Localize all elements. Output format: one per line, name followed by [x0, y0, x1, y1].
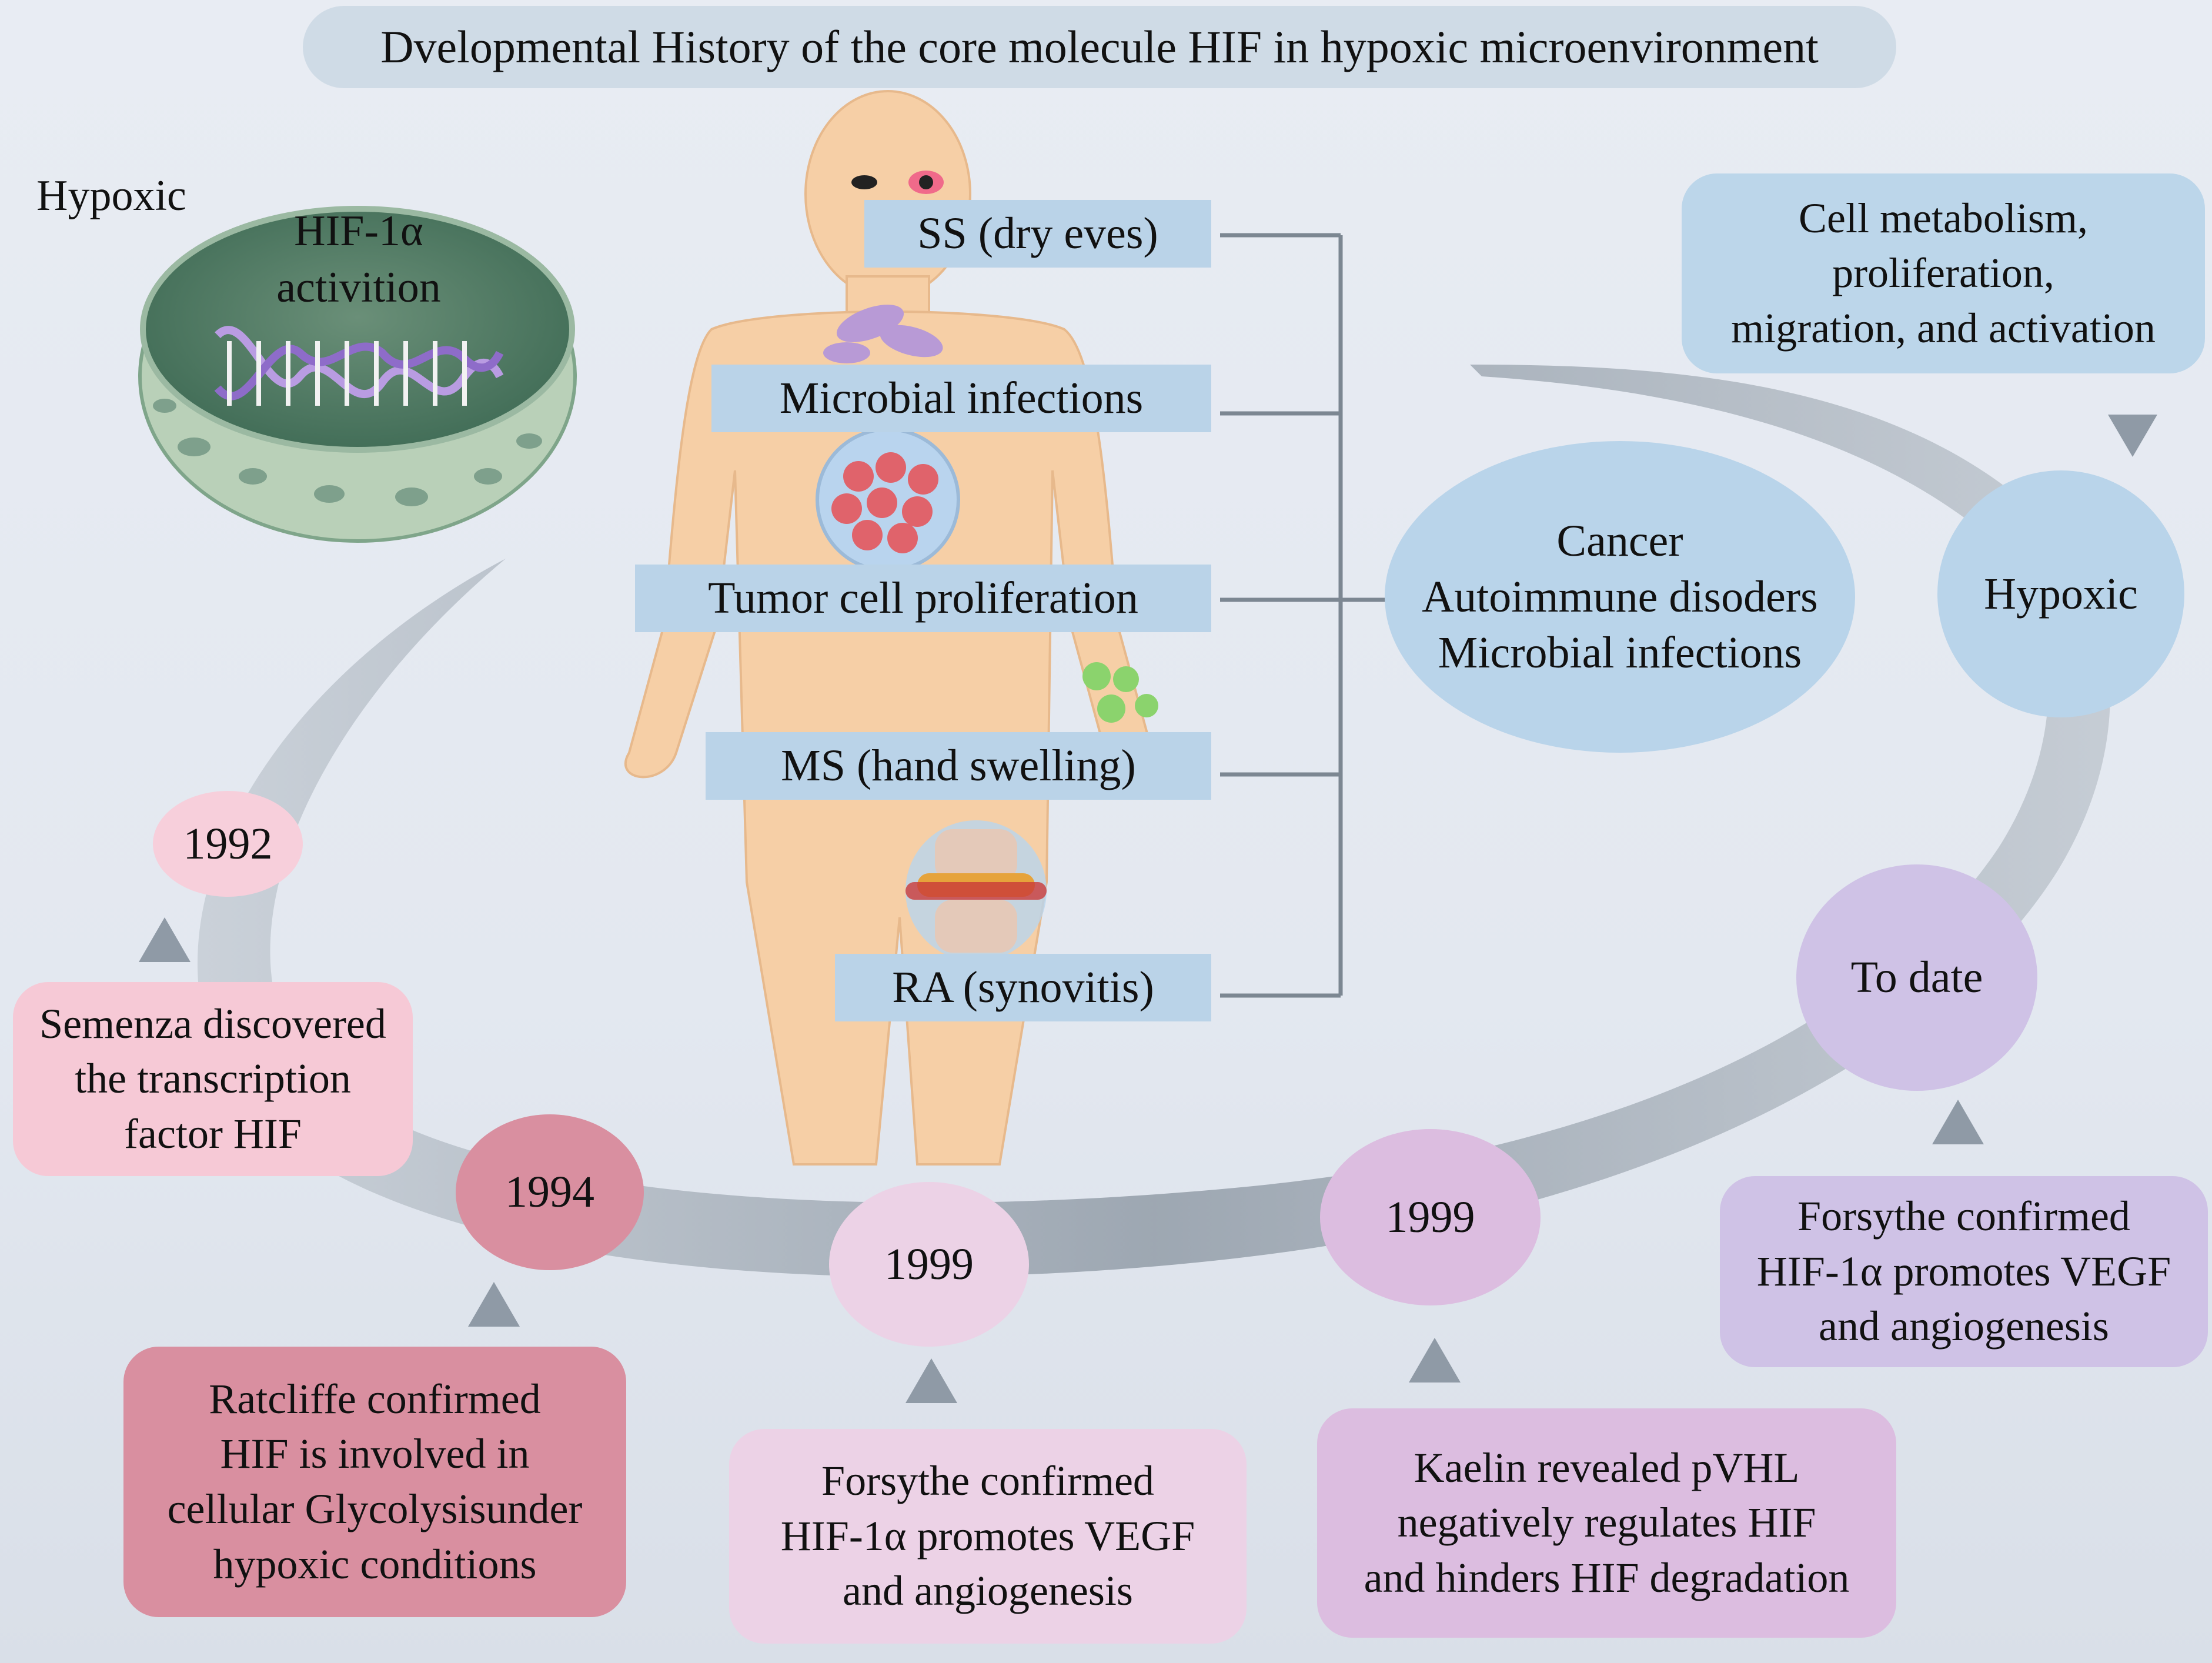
arrow-down-icon [2108, 415, 2157, 457]
event-1994-line2: HIF is involved in [220, 1430, 530, 1478]
event-1992-line3: factor HIF [124, 1110, 302, 1157]
event-1994-box: Ratcliffe confirmed HIF is involved in c… [123, 1347, 626, 1617]
eyes-icon [851, 171, 944, 194]
arrow-up-icon [1932, 1100, 1984, 1144]
event-1992-box: Semenza discovered the transcription fac… [13, 982, 413, 1176]
event-1994-line1: Ratcliffe confirmed [209, 1375, 541, 1422]
effect-line3: migration, and activation [1731, 304, 2156, 352]
event-1999-pvhl-line3: and hinders HIF degradation [1364, 1554, 1850, 1601]
label-tumor-proliferation: Tumor cell proliferation [635, 565, 1211, 632]
event-1994-line3: cellular Glycolysisunder [167, 1485, 583, 1532]
event-1999-vegf-line1: Forsythe confirmed [821, 1457, 1154, 1505]
microbe-icon [823, 305, 943, 363]
event-to-date-line1: Forsythe confirmed [1797, 1193, 2130, 1240]
year-1992-node: 1992 [153, 791, 303, 897]
disease-line-cancer: Cancer [1556, 516, 1683, 566]
event-1999-vegf-line3: and angiogenesis [843, 1567, 1133, 1615]
nucleus-label: HIF-1α activition [235, 203, 482, 316]
event-1999-pvhl-line2: negatively regulates HIF [1397, 1499, 1816, 1547]
dna-icon [214, 326, 504, 406]
effect-line2: proliferation, [1832, 249, 2054, 297]
knee-joint-icon [905, 820, 1047, 961]
label-hand-swelling: MS (hand swelling) [706, 732, 1211, 800]
effect-line1: Cell metabolism, [1799, 194, 2088, 242]
timeline-arc [197, 365, 2110, 1277]
swelling-cells-icon [1082, 662, 1158, 723]
event-to-date-line3: and angiogenesis [1819, 1303, 2109, 1350]
arrow-up-icon [1409, 1338, 1461, 1383]
to-date-node: To date [1796, 864, 2037, 1091]
event-1992-line1: Semenza discovered [39, 1000, 386, 1047]
event-1999-vegf-line2: HIF-1α promotes VEGF [780, 1512, 1195, 1560]
year-1994-node: 1994 [456, 1114, 644, 1270]
label-dry-eyes: SS (dry eves) [864, 200, 1211, 268]
event-1999-pvhl-line1: Kaelin revealed pVHL [1414, 1444, 1800, 1491]
event-to-date-box: Forsythe confirmed HIF-1α promotes VEGF … [1720, 1176, 2208, 1367]
hypoxic-node: Hypoxic [1937, 470, 2184, 717]
arrow-up-icon [905, 1358, 957, 1403]
disease-line-microbial: Microbial infections [1438, 627, 1802, 677]
cell-caption: Hypoxic [36, 172, 186, 220]
nucleus-label-line2: activition [276, 263, 441, 312]
label-microbial-infections: Microbial infections [711, 365, 1211, 432]
event-1994-line4: hypoxic conditions [213, 1540, 537, 1588]
arrow-up-icon [468, 1282, 520, 1327]
event-1992-line2: the transcription [75, 1055, 351, 1103]
event-1999-vegf-box: Forsythe confirmed HIF-1α promotes VEGF … [729, 1429, 1247, 1644]
bracket-connector [1220, 233, 1388, 998]
diagram-title: Dvelopmental History of the core molecul… [303, 6, 1896, 88]
disease-line-autoimmune: Autoimmune disoders [1422, 572, 1818, 622]
nucleus-label-line1: HIF-1α [294, 207, 423, 255]
event-to-date-line2: HIF-1α promotes VEGF [1756, 1247, 2171, 1295]
year-1999-pvhl-node: 1999 [1320, 1129, 1541, 1305]
year-1999-node: 1999 [829, 1182, 1029, 1347]
arrow-up-icon [139, 917, 191, 962]
label-synovitis: RA (synovitis) [835, 954, 1211, 1021]
effect-box: Cell metabolism, proliferation, migratio… [1682, 173, 2205, 373]
disease-group-ellipse: Cancer Autoimmune disoders Microbial inf… [1385, 441, 1855, 753]
event-1999-pvhl-box: Kaelin revealed pVHL negatively regulate… [1317, 1408, 1896, 1638]
tumor-cells-icon [816, 428, 960, 572]
